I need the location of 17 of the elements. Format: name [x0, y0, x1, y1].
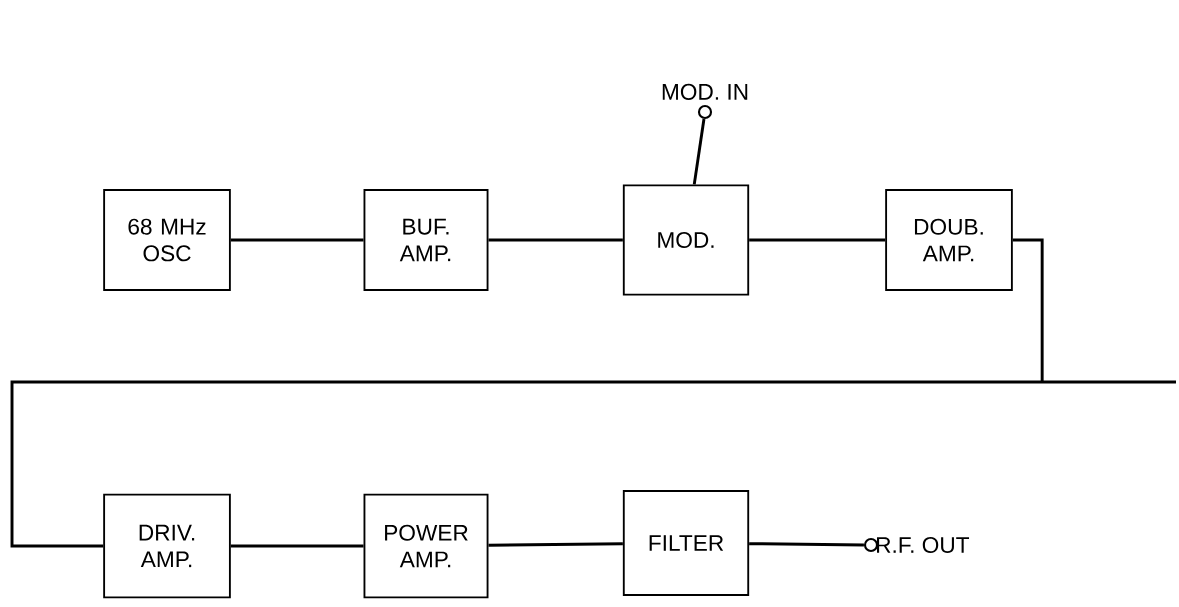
connector-line — [230, 238, 364, 242]
connector-line — [10, 238, 1178, 548]
connector-line — [692, 118, 706, 185]
block-box: FILTER — [622, 490, 750, 596]
block-box: 68 MHz OSC — [103, 189, 231, 291]
connector-line — [749, 542, 864, 547]
terminal-label: R.F. OUT — [877, 536, 970, 554]
connector-line — [488, 542, 623, 547]
block-box: MOD. — [622, 184, 750, 296]
connector-line — [488, 238, 623, 242]
connector-line — [749, 238, 886, 242]
block-box: POWER AMP. — [363, 493, 489, 599]
connector-line — [230, 544, 364, 548]
block-box: BUF. AMP. — [363, 189, 489, 291]
block-box: DOUB. AMP. — [885, 189, 1013, 291]
terminal-label: MOD. IN — [662, 83, 748, 100]
block-box: DRIV. AMP. — [103, 493, 231, 599]
